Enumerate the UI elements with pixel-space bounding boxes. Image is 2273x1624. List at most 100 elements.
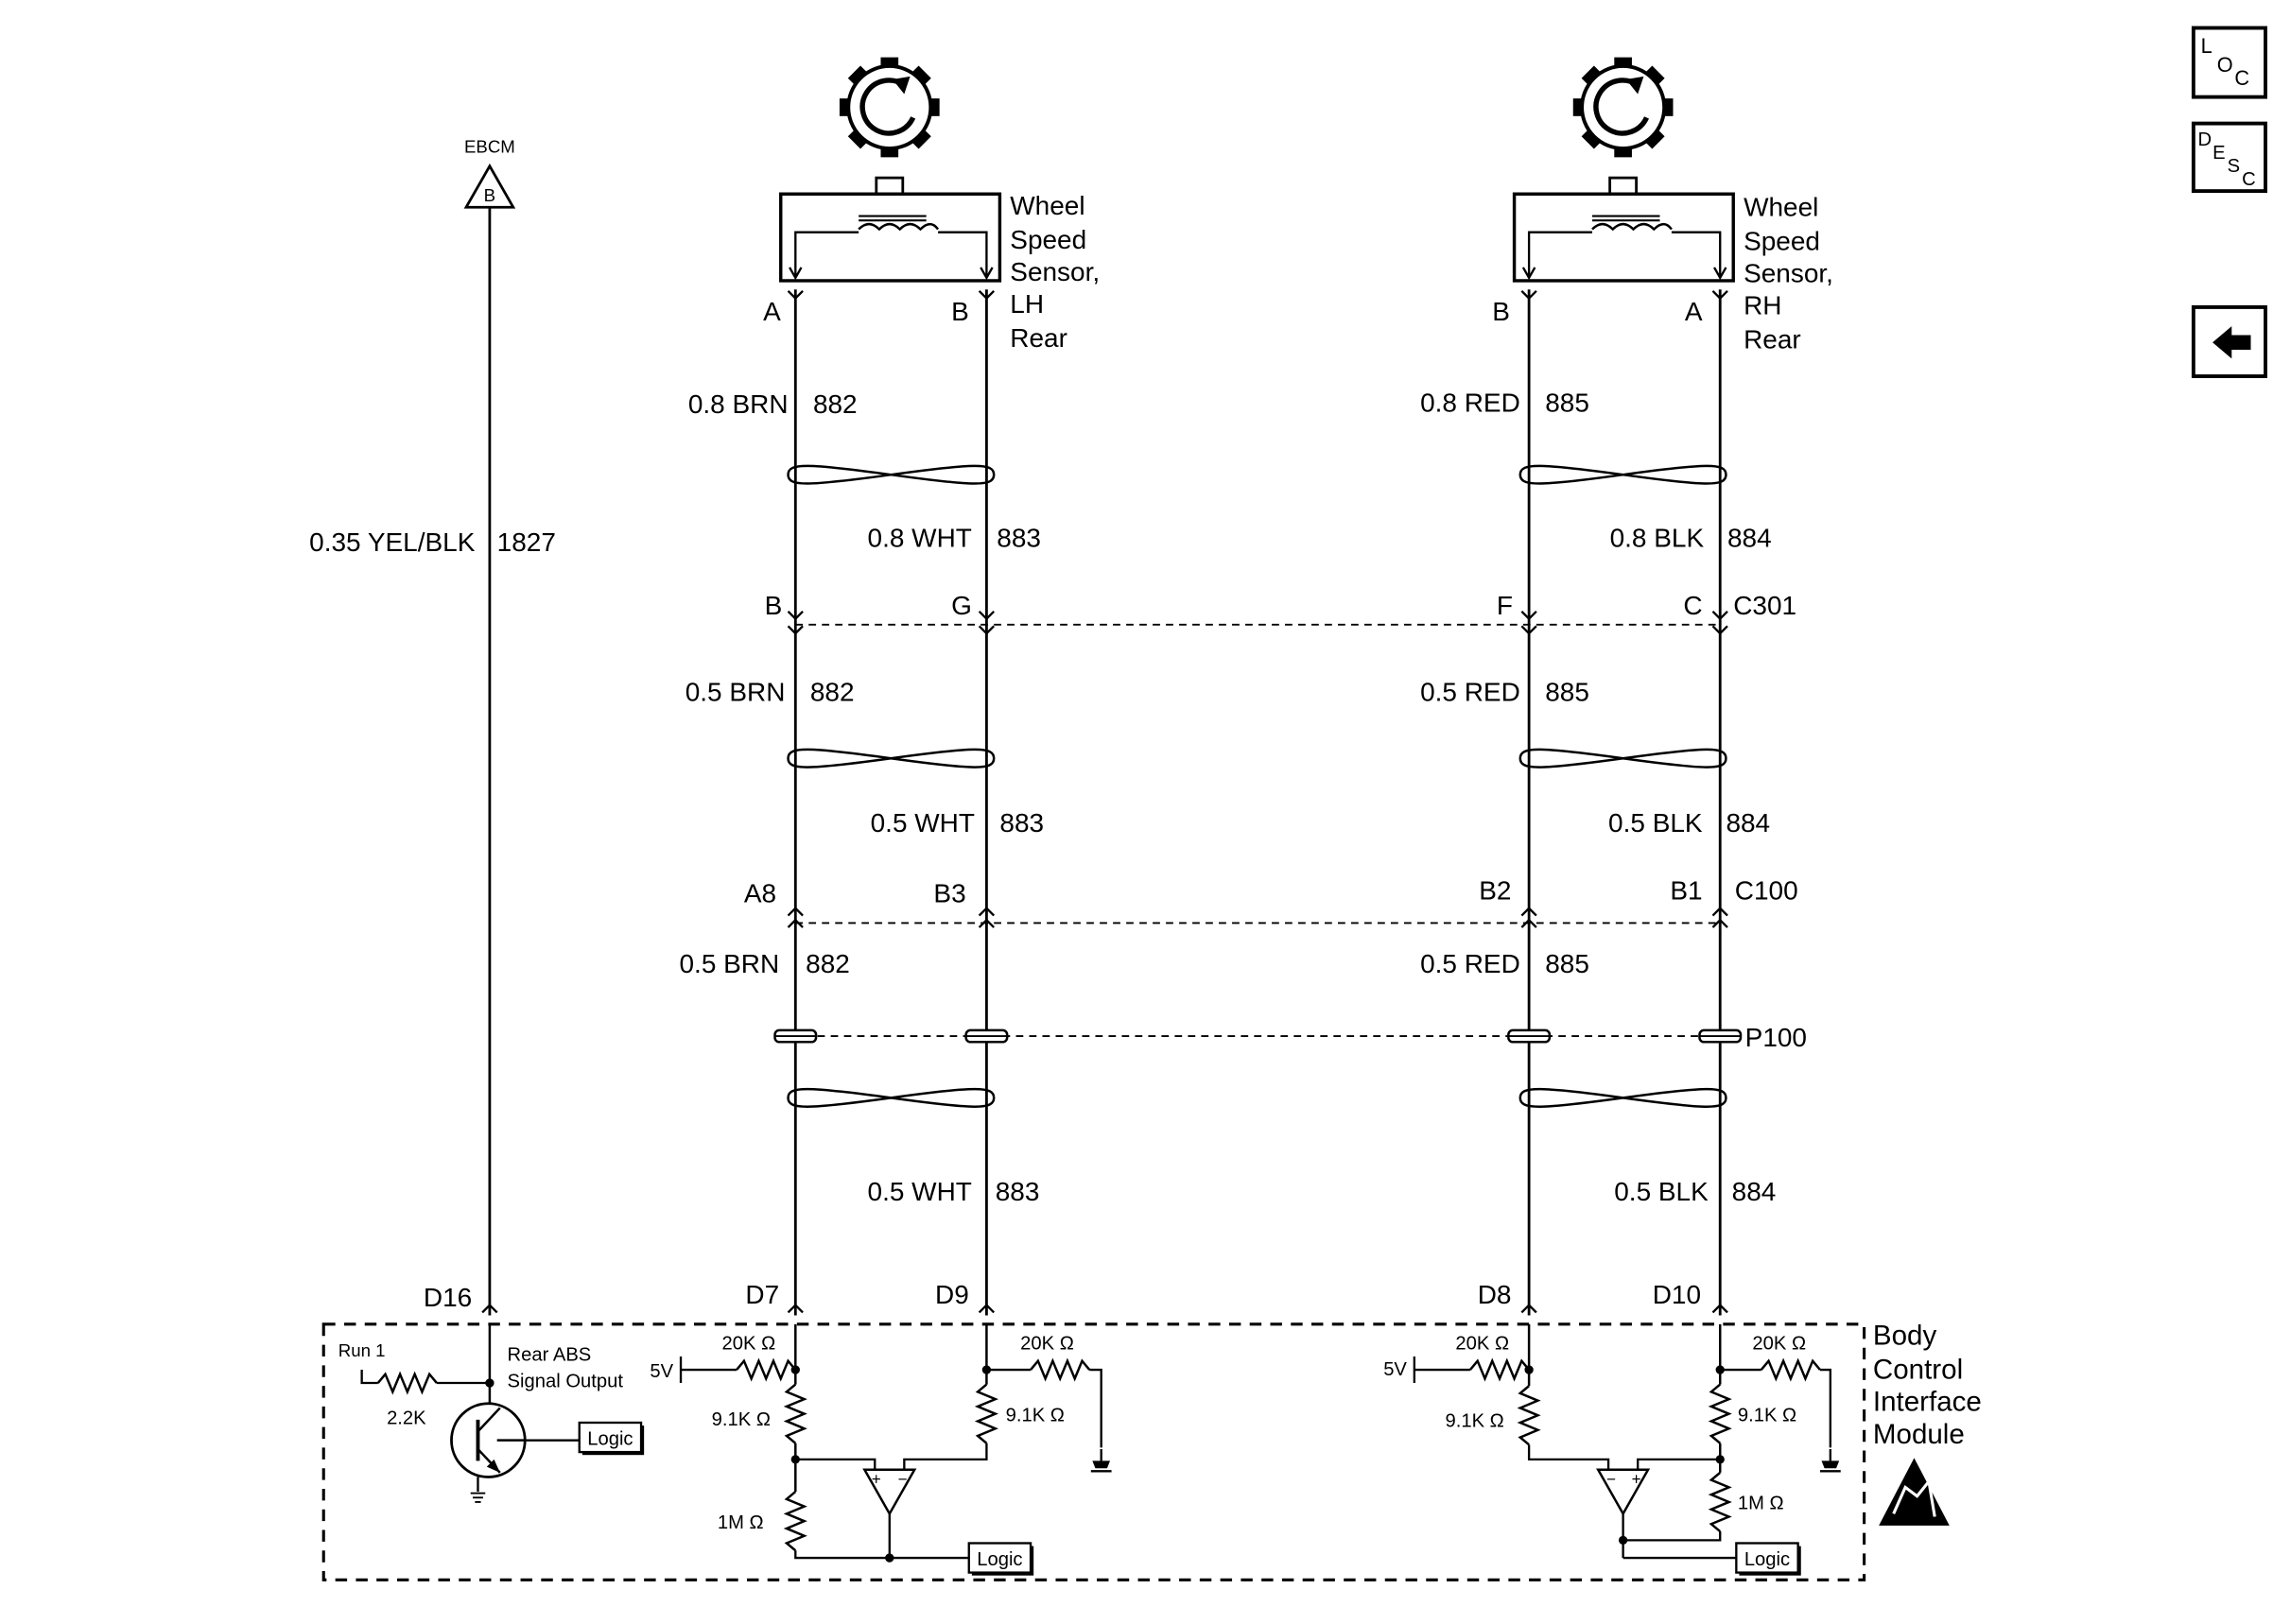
bcim-pin: D16: [424, 1283, 472, 1312]
transistor-icon: [450, 1402, 527, 1478]
location-button[interactable]: L O C: [2191, 26, 2267, 99]
description-button[interactable]: D E S C: [2191, 121, 2267, 194]
sensor-rh-line4: RH: [1744, 291, 1781, 320]
comparator-icon: + −: [862, 1468, 917, 1516]
wire-label-circuit: 882: [813, 389, 858, 419]
sensor-lh-line1: Wheel: [1010, 191, 1084, 220]
logic-block: Logic: [967, 1542, 1034, 1576]
resistor-20k: 20K Ω: [1020, 1333, 1074, 1354]
bcim-pin-markers: [481, 1303, 1728, 1314]
sensor-rh-line3: Sensor,: [1744, 259, 1833, 288]
bcim-line2: Control: [1873, 1354, 1963, 1385]
resistor-icon: [1518, 1384, 1539, 1446]
bcim-pin: D7: [745, 1280, 779, 1309]
run-label: Run 1: [338, 1340, 386, 1360]
bcim-line1: Body: [1873, 1321, 1937, 1352]
desc-letter-e: E: [2212, 143, 2225, 164]
wire-1827-gauge-color: 0.35 YEL/BLK: [309, 527, 476, 557]
logic-block: Logic: [1735, 1542, 1801, 1576]
loc-letter-c: C: [2234, 66, 2249, 90]
resistor-1m: 1M Ω: [1738, 1494, 1784, 1514]
resistor-20k: 20K Ω: [1455, 1333, 1509, 1354]
resistor-icon: [976, 1383, 997, 1445]
c100-pin: B3: [933, 879, 965, 908]
left-arrow-icon: [2212, 326, 2251, 359]
wire-label-gauge: 0.5 RED: [1420, 949, 1520, 978]
ebcm-connector: EBCM B: [463, 137, 516, 209]
svg-text:−: −: [1606, 1470, 1616, 1488]
sensor-lh-pin-b: B: [951, 297, 969, 326]
wire-1827-circuit: 1827: [497, 527, 556, 557]
wire-label-circuit: 884: [1732, 1177, 1777, 1206]
rear-abs-label-1: Rear ABS: [508, 1345, 592, 1366]
resistor-icon: [785, 1383, 806, 1445]
inline-connector-icon: [1698, 1028, 1743, 1044]
wire-label-gauge: 0.5 WHT: [871, 808, 975, 838]
sensor-pin-markers: [787, 290, 1728, 301]
wire-label-gauge: 0.5 BRN: [685, 678, 786, 707]
c301-pin: G: [951, 591, 972, 620]
rear-abs-label-2: Signal Output: [508, 1372, 624, 1392]
wire-label-circuit: 885: [1545, 678, 1589, 707]
tone-wheel-icon: [1573, 58, 1674, 158]
bcim-line3: Interface: [1873, 1387, 1982, 1418]
resistor-icon: [785, 1490, 806, 1552]
bcim-pin: D10: [1653, 1280, 1701, 1309]
wire-label-circuit: 883: [996, 1177, 1040, 1206]
resistor-91k: 9.1K Ω: [1738, 1405, 1796, 1425]
sensor-lh-line3: Sensor,: [1010, 257, 1100, 286]
esd-warning-icon: [1879, 1458, 1950, 1526]
desc-letter-s: S: [2228, 156, 2240, 177]
bcim-pin: D8: [1478, 1280, 1512, 1309]
sensor-lh-line2: Speed: [1010, 225, 1086, 254]
wire-label-circuit: 884: [1727, 523, 1772, 552]
desc-letter-d: D: [2198, 130, 2212, 150]
wire-label-gauge: 0.5 BLK: [1614, 1177, 1709, 1206]
v5-label: 5V: [1383, 1359, 1407, 1380]
sensor-rh-pin-a: A: [1685, 297, 1703, 326]
desc-letter-c: C: [2242, 169, 2256, 190]
connector-c100: A8 B3 B2 B1 C100: [744, 876, 1798, 928]
c100-pin: A8: [744, 879, 776, 908]
wire-runs: [793, 289, 1722, 1316]
bcim-pin: D9: [935, 1280, 969, 1309]
wire-label-gauge: 0.8 RED: [1420, 388, 1520, 417]
svg-text:−: −: [898, 1470, 908, 1488]
sensor-rh-line2: Speed: [1744, 226, 1820, 255]
body-control-interface-module: Body Control Interface Module Run 1 2.2K…: [321, 1321, 1982, 1581]
resistor-91k: 9.1K Ω: [712, 1409, 771, 1430]
back-button[interactable]: [2191, 304, 2267, 378]
resistor-20k: 20K Ω: [1752, 1333, 1806, 1354]
wire-label-circuit: 883: [997, 523, 1041, 552]
resistor-91k: 9.1K Ω: [1445, 1411, 1503, 1432]
resistor-icon: [1468, 1359, 1531, 1380]
tone-wheel-icon: [840, 58, 940, 158]
ebcm-label: EBCM: [464, 137, 515, 157]
loc-letter-o: O: [2217, 53, 2233, 77]
c301-pin: F: [1497, 591, 1513, 620]
bcim-line4: Module: [1873, 1419, 1965, 1450]
sensor-rh-line1: Wheel: [1744, 193, 1818, 222]
resistor-22k: 2.2K: [387, 1408, 426, 1429]
twisted-pair-icon: [787, 1087, 996, 1108]
ebcm-badge: B: [484, 185, 495, 205]
wire-label-circuit: 884: [1726, 808, 1770, 838]
resistor-icon: [1709, 1383, 1730, 1445]
logic-label: Logic: [1744, 1549, 1790, 1570]
comparator-icon: − +: [1596, 1468, 1651, 1516]
p100-name: P100: [1745, 1023, 1807, 1052]
connector-c301: B G F C C301: [765, 591, 1796, 635]
sensor-rh-line5: Rear: [1744, 324, 1801, 354]
wire-label-gauge: 0.8 WHT: [868, 523, 972, 552]
wire-label-circuit: 883: [999, 808, 1044, 838]
resistor-icon: [376, 1373, 439, 1393]
wire-label-circuit: 882: [806, 949, 850, 978]
wire-label-gauge: 0.8 BLK: [1610, 523, 1705, 552]
resistor-20k: 20K Ω: [722, 1333, 776, 1354]
wheel-speed-sensor-rh: Wheel Speed Sensor, RH Rear B A: [1492, 58, 1833, 354]
c100-pin: B2: [1479, 876, 1511, 906]
c301-pin: C: [1683, 591, 1702, 620]
twisted-pair-icon: [1518, 464, 1727, 485]
